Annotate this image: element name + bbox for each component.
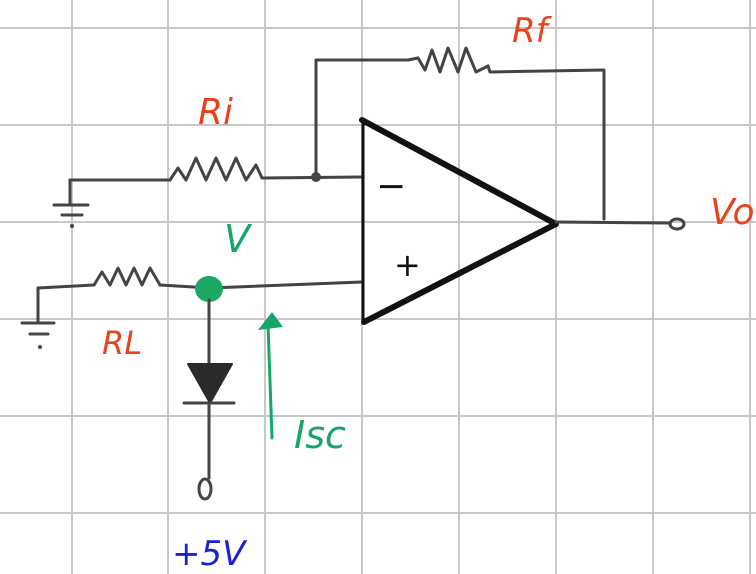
- rl-label: RL: [102, 324, 142, 362]
- feedback-wire: [314, 56, 606, 221]
- feedback-resistor-rf: [416, 46, 490, 74]
- ground-icon: [52, 178, 90, 228]
- v-node: [195, 276, 223, 302]
- arrow-up-icon: [258, 312, 283, 440]
- v-node-label: V: [224, 217, 253, 261]
- ri-label: Ri: [198, 92, 233, 133]
- load-resistor-rl: [92, 266, 162, 287]
- input-resistor-ri: [168, 156, 264, 182]
- supply-voltage-label: +5V: [172, 534, 248, 574]
- isc-label: Isc: [294, 413, 346, 457]
- inverting-input-sign: −: [376, 166, 406, 207]
- output-label: Vo: [710, 192, 755, 233]
- non-inverting-input-sign: +: [394, 246, 421, 284]
- rf-label: Rf: [512, 11, 553, 51]
- output-wire: [554, 220, 672, 225]
- op-amp: [359, 117, 559, 325]
- supply-terminal-icon: [197, 477, 213, 501]
- ground-icon: [20, 286, 56, 349]
- output-terminal-icon: [668, 217, 686, 231]
- diode-icon: [182, 363, 236, 405]
- summing-junction-node: [311, 172, 321, 182]
